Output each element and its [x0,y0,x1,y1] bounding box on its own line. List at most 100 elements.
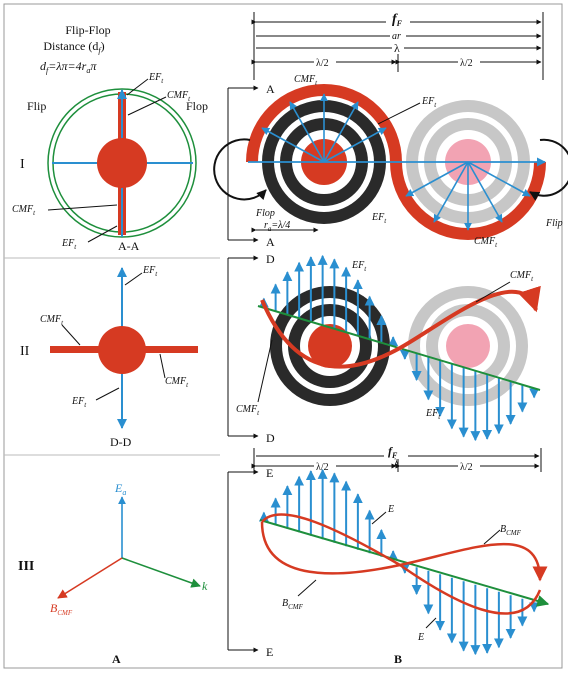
r2-cmf-curve [260,285,541,369]
distance-label: Distance (df) [43,39,104,55]
panel-b-label: B [394,652,402,666]
panel-a-label: A [112,652,121,666]
r3-half-right-label: λ/2 [460,462,473,473]
ra-label: ra=λ/4 [264,220,290,233]
r3-e-label-bottom: E [417,632,424,643]
flip-label-b: Flip [545,218,563,229]
ef-label-r2-bottom: EFt [71,396,87,409]
k-axis [121,557,201,588]
r3-e-arrows [258,468,540,656]
half-lambda-right: λ/2 [460,58,473,69]
spoke-left-2 [289,101,325,163]
ef-label-bottom: EFt [61,238,77,251]
spoke-right-5 [467,161,531,197]
r3-bcmf-label-left: BCMF [282,598,304,611]
section-aa-label: A-A [118,239,140,253]
r3-bcmf-label-right: BCMF [500,524,522,537]
cmf-label-b1: CMFt [294,74,318,87]
r3-lambda-label: λ [394,458,399,469]
cmf-leader-r2-left [61,324,81,346]
row-label-3: III [18,559,34,574]
cmf-label-b1-bottom: CMFt [474,236,498,249]
red-core [97,138,147,188]
half-lambda-right-bg [458,56,480,67]
panel-a-row-3: III Ea k BCMF A [18,481,208,666]
r3-b-curve [260,521,548,582]
section-a-bottom-label: A [266,235,275,249]
flip-rotation-arrow [529,138,568,201]
ef-leader-bottom [87,225,118,243]
spoke-right-4 [467,161,503,223]
r3-e-leader-top [371,511,387,525]
b-axis-label: BCMF [50,601,73,617]
r2-cmf-label-left: CMFt [236,404,260,417]
flop-rotation-arrow [213,138,267,201]
r3-e-label-top: E [387,504,394,515]
right-spokes [405,161,531,231]
section-e-top-label: E [266,466,273,480]
spoke-right-3 [405,161,469,197]
r2-e-arrows [258,254,540,442]
r2-ef-label-top: EFt [351,260,367,273]
flip-flop-title: Flip-Flop [65,23,110,37]
section-dd-label: D-D [110,435,132,449]
r3-half-left-label: λ/2 [316,462,329,473]
cmf-leader-bottom [47,204,118,211]
r2-left-core [308,324,352,368]
red-core-2 [98,326,146,374]
section-e-bottom-label: E [266,645,273,659]
spoke-left-5 [323,127,387,163]
r2-ef-label-bottom: EFt [425,408,441,421]
r3-half-right-bg [458,460,480,471]
cmf-label-bottom: CMFt [12,204,36,217]
ef-leader-b1 [377,102,421,125]
b-axis [57,557,123,599]
panel-a-row-1: Flip-Flop Distance (df) df=λπ=4raπ Flip … [12,23,208,253]
flop-label: Flop [186,99,208,113]
ef-label-b1-top: EFt [421,96,437,109]
r3-half-left-bg [314,460,336,471]
ar-label: ar [392,31,401,42]
lambda-label-bg [392,42,404,52]
r3-b-curve-left-top [261,513,401,567]
r2-cmf-leader-left [257,339,273,403]
spoke-left-4 [323,101,359,163]
half-lambda-left: λ/2 [316,58,329,69]
ff-label: fF [392,12,403,28]
section-a-top-label: A [266,82,275,96]
ef-label-r2-top: EFt [142,265,158,278]
ef-leader-r2-top [124,272,143,286]
r3-bcmf-leader-right [483,529,501,545]
r3-bcmf-leader-left [297,579,317,597]
panel-b-dimensions: fF ar λ λ/2 λ/2 [251,12,544,80]
flop-label-b: Flop [255,208,275,219]
r3-k-axis [259,519,550,607]
ff-label-bg [386,12,410,26]
ef-label-b1-bottom: EFt [371,212,387,225]
row-label-1: I [20,157,25,172]
ef-leader-top [126,78,149,96]
cmf-label-top: CMFt [167,90,191,103]
lambda-label: λ [394,41,400,55]
panel-b-row-1: A A [213,74,568,249]
ef-leader-r2-bottom [95,387,120,401]
red-arc-top-left [246,84,402,163]
panel-b-row-2: D D EFt CMFt CMFt EFt [227,252,541,445]
r3-ff-bg [384,446,408,459]
r2-cmf-leader-right [475,281,511,303]
k-axis-label: k [202,579,208,593]
half-lambda-left-bg [314,56,336,67]
spoke-right-2 [433,161,469,223]
distance-formula: df=λπ=4raπ [40,59,97,75]
ar-label-bg [390,30,406,40]
outer-frame [3,3,563,669]
panel-b-row-3: fF λ λ/2 λ/2 E E E E BCMF BCMF B [227,444,550,666]
cmf-leader-r2-right [159,353,166,379]
r3-ff-label: fF [388,444,398,460]
spoke-left-3 [261,127,325,163]
r3-e-leader-bottom [425,617,437,629]
cmf-label-r2-right: CMFt [165,376,189,389]
cmf-label-r2-left: CMFt [40,314,64,327]
